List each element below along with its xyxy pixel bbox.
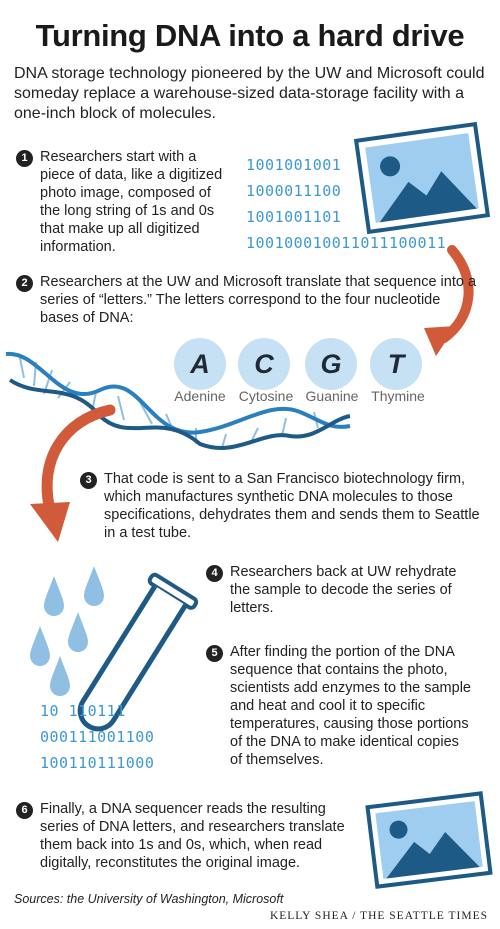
binary-line: 1001001101 [246,208,342,226]
step-3-number: 3 [80,472,97,489]
binary-bottom: 10 110111 000111001100 100110111000 [40,698,154,776]
step-3-text: That code is sent to a San Francisco bio… [104,471,480,541]
credit-line: KELLY SHEA / THE SEATTLE TIMES [269,910,488,922]
base-name-thymine: Thymine [371,388,425,404]
step-6-number: 6 [16,802,33,819]
arrow-icon [424,245,474,356]
binary-line: 1001001001 [246,156,342,174]
binary-line: 10 110111 [40,702,126,720]
binary-line: 000111001100 [40,728,155,746]
base-circle-a: A [174,338,226,390]
binary-line: 1000011100 [246,182,342,200]
step-5-text: After finding the portion of the DNA seq… [230,644,471,768]
step-6-text: Finally, a DNA sequencer reads the resul… [40,801,345,871]
binary-top: 1001001001 1000011100 1001001101 1001000… [246,152,446,256]
step-4-text: Researchers back at UW rehydrate the sam… [230,564,457,616]
binary-line: 100100010011011100011 [246,234,447,252]
test-tube-icon [30,566,199,732]
base-name-adenine: Adenine [174,388,226,404]
photo-icon [365,791,493,889]
arrow-icon [30,404,116,542]
base-circle-c: C [238,338,290,390]
step-5-number: 5 [206,645,223,662]
base-name-cytosine: Cytosine [238,388,294,404]
base-name-guanine: Guanine [305,388,359,404]
base-circle-g: G [305,338,357,390]
binary-line: 100110111000 [40,754,155,772]
step-2-text: Researchers at the UW and Microsoft tran… [40,274,477,326]
base-circle-t: T [370,338,422,390]
step-1-text: Researchers start with a piece of data, … [40,149,223,255]
sources-note: Sources: the University of Washington, M… [14,892,284,906]
page-title: Turning DNA into a hard drive [35,18,465,53]
subtitle: DNA storage technology pioneered by the … [14,65,485,122]
step-2-number: 2 [16,275,33,292]
dna-helix-icon [5,351,351,450]
step-4-number: 4 [206,565,223,582]
photo-icon [353,121,491,235]
step-1-number: 1 [16,150,33,167]
